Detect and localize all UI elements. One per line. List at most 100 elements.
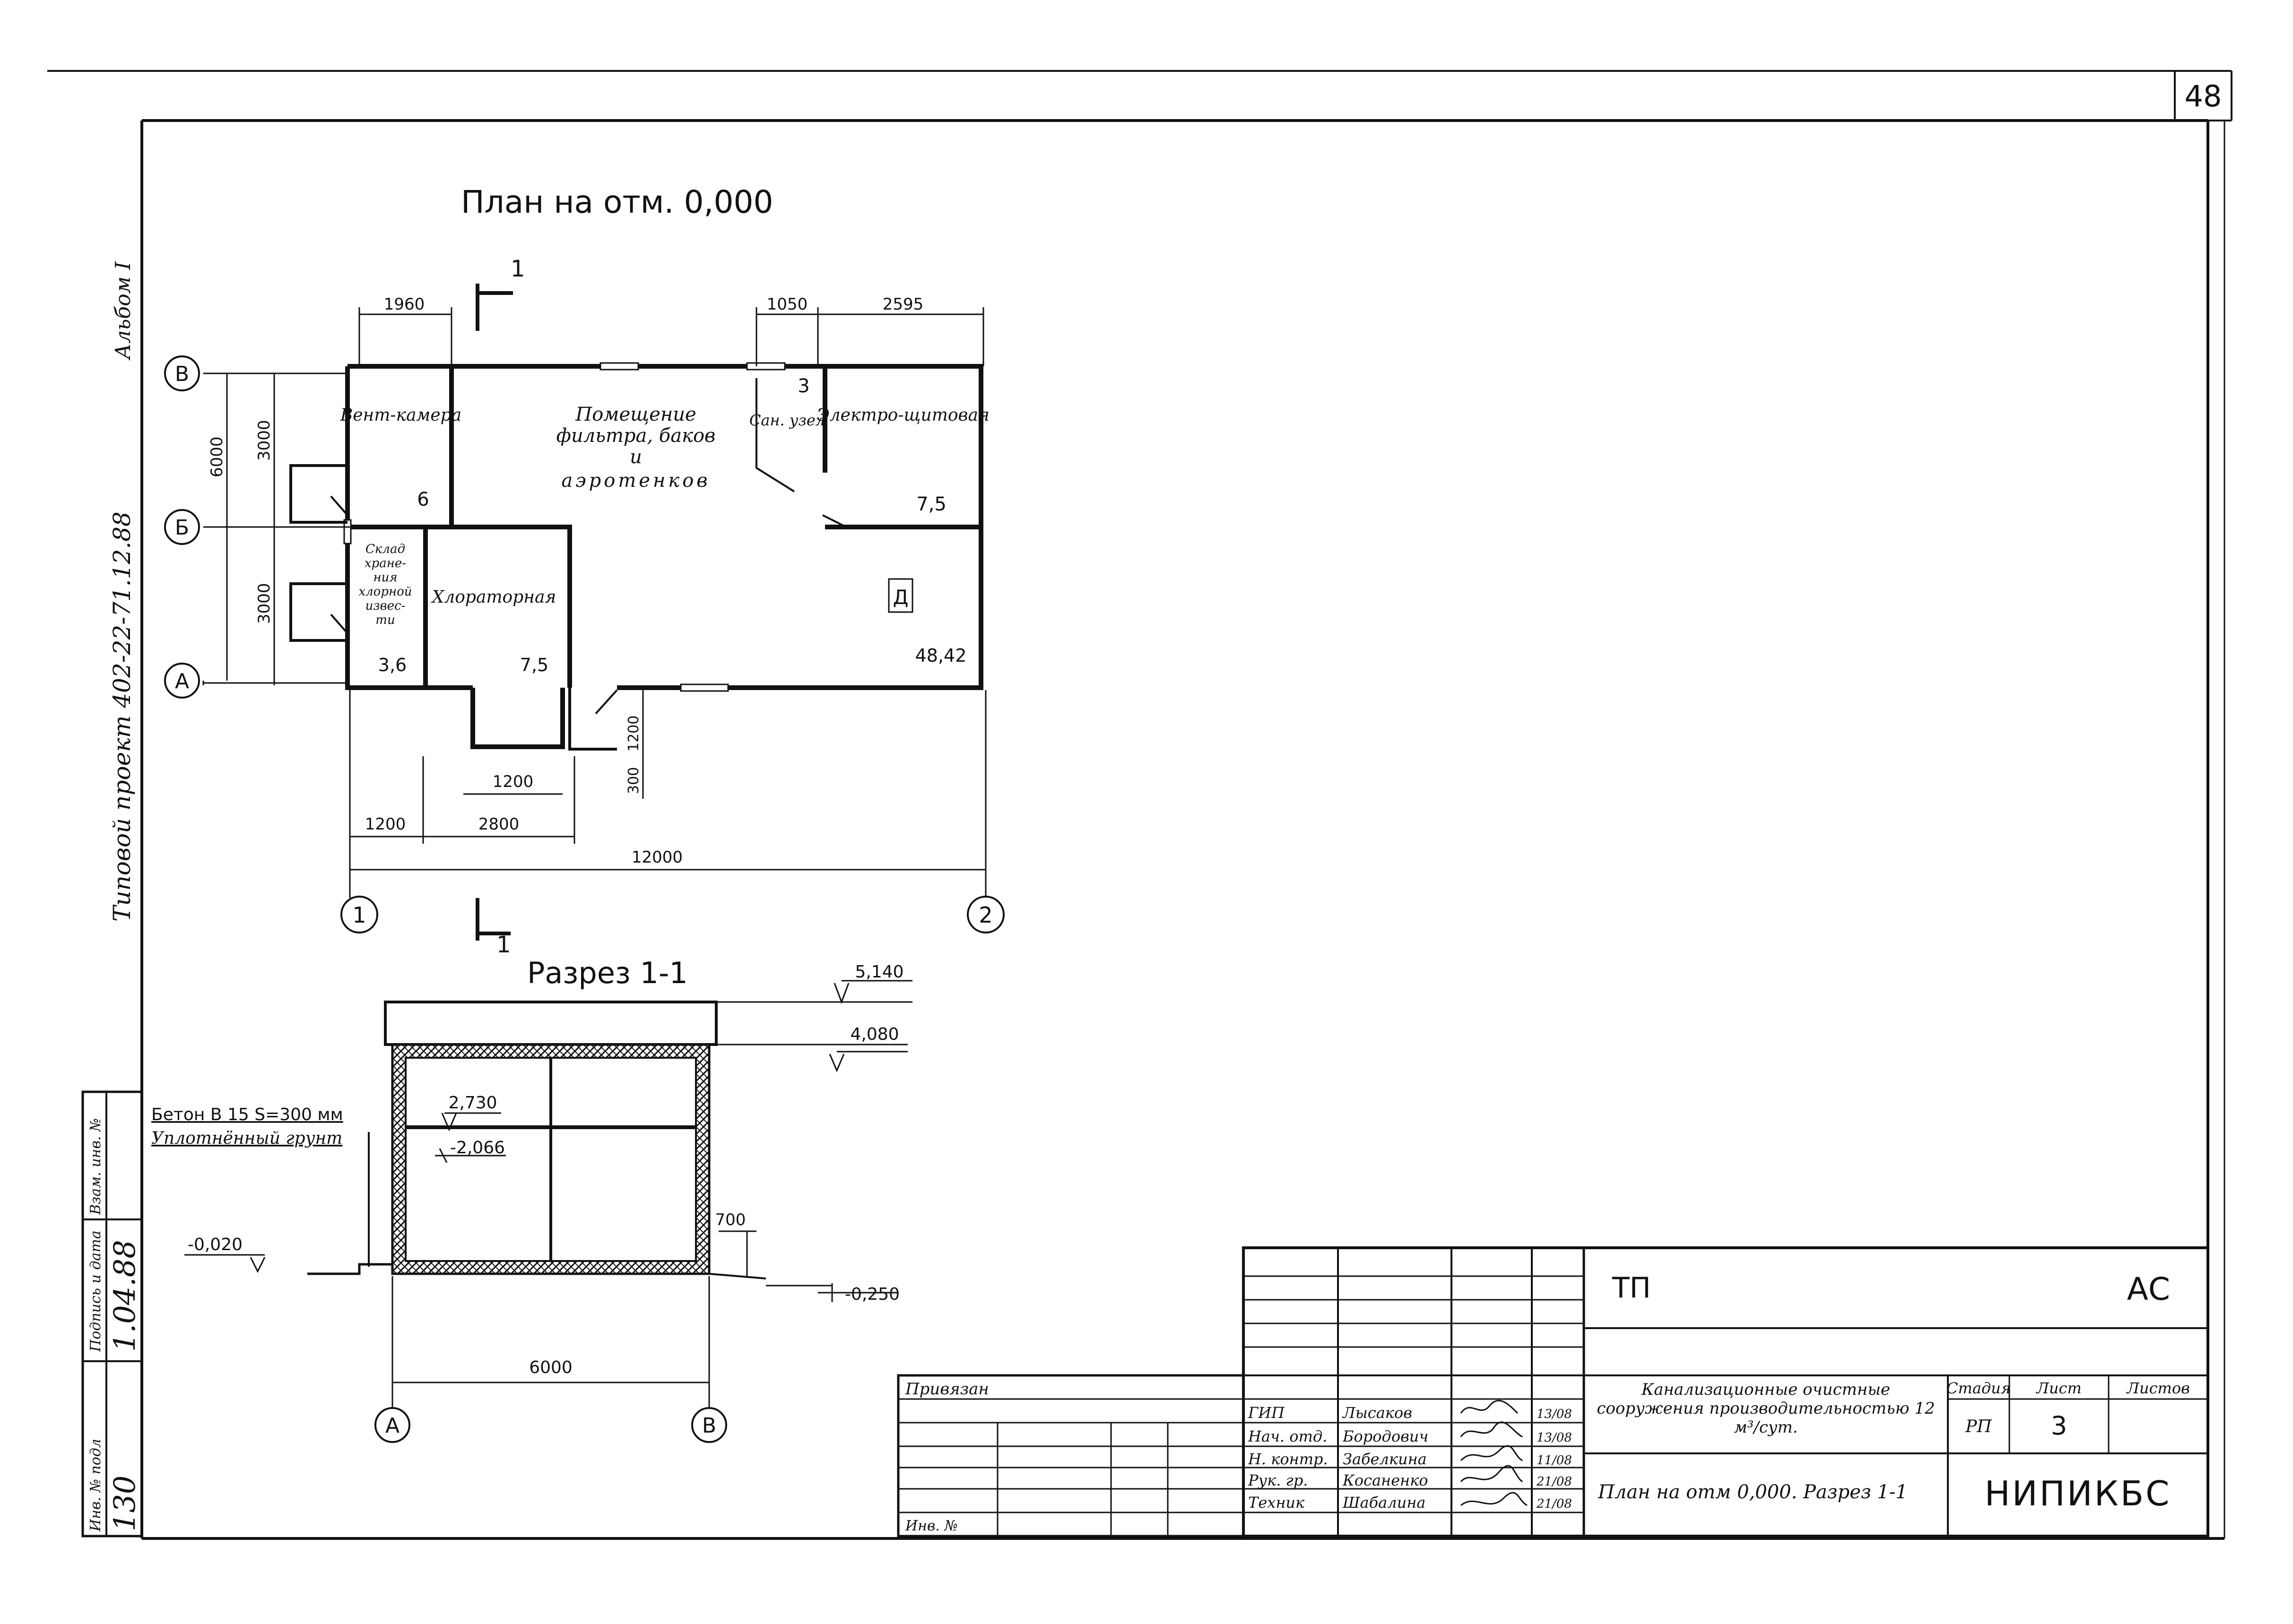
room-sklad-line5: извес-	[365, 599, 406, 613]
stamp-sheet-title: План на отм 0,000. Разрез 1-1	[1598, 1481, 1908, 1503]
room-sklad-line3: ния	[373, 570, 397, 585]
person-date-nach: 13/08	[1537, 1431, 1572, 1445]
person-name-nach: Бородович	[1342, 1427, 1428, 1445]
stamp-org: НИПИКБС	[1985, 1474, 2171, 1513]
sign-label: Подпись и дата	[87, 1230, 104, 1352]
level-2730: 2,730	[448, 1093, 497, 1113]
person-name-tech: Шабалина	[1342, 1494, 1425, 1512]
dim-top-1050: 1050	[767, 295, 808, 314]
level-5140: 5,140	[855, 962, 903, 982]
plan-outline	[345, 364, 983, 749]
room-san-area: 3	[798, 375, 809, 397]
stamp-code-ac: АС	[2127, 1271, 2170, 1307]
section-dimension	[374, 1276, 727, 1443]
person-date-rukgr: 21/08	[1536, 1475, 1572, 1489]
room-vent-area: 6	[417, 489, 429, 510]
section-drawing	[307, 1001, 766, 1279]
level-minus0020: -0,020	[188, 1235, 243, 1254]
section-level-lines	[184, 980, 912, 1302]
level-minus2066: -2,066	[450, 1138, 505, 1158]
stamp-header-stage: Стадия	[1946, 1379, 2011, 1397]
room-main-line2: фильтра, баков	[556, 425, 716, 447]
dim-left-3000-a: 3000	[255, 420, 274, 461]
axis-bubbles	[164, 355, 1005, 933]
person-name-rukgr: Косаненко	[1342, 1471, 1428, 1489]
page-number: 48	[2185, 79, 2222, 113]
section-note-concrete: Бетон В 15 S=300 мм	[151, 1105, 343, 1124]
dim-top-2595: 2595	[883, 295, 924, 314]
person-role-gip: ГИП	[1248, 1404, 1285, 1422]
stamp-privyazan: Привязан	[905, 1380, 989, 1399]
room-sklad-line4: хлорной	[358, 585, 412, 599]
person-role-rukgr: Рук. гр.	[1248, 1471, 1308, 1489]
axis-label-2: 2	[979, 902, 992, 928]
dim-small-1200: 1200	[625, 716, 642, 752]
stamp-header-sheet: Лист	[2035, 1379, 2082, 1397]
dim-bottom-12000: 12000	[632, 848, 683, 867]
room-chlor: Хлораторная	[431, 587, 556, 607]
room-sklad-line1: Склад	[365, 542, 405, 556]
stamp-code-tp: ТП	[1612, 1271, 1651, 1304]
person-date-tech: 21/08	[1536, 1497, 1572, 1511]
person-date-nkontr: 11/08	[1537, 1453, 1572, 1468]
room-d-mark: Д	[893, 586, 909, 609]
room-san: Сан. узел	[749, 411, 825, 429]
dim-small-300: 300	[625, 767, 642, 794]
stamp-object-title-box: Канализационные очистные сооружения прои…	[1597, 1380, 1935, 1437]
door-swings	[330, 378, 847, 715]
dim-top-1960: 1960	[384, 295, 425, 314]
vzam-label: Взам. инв. №	[87, 1118, 104, 1215]
axis-label-v: В	[175, 362, 189, 386]
room-vent: Вент-камера	[340, 406, 461, 425]
dim-left-6000: 6000	[208, 436, 226, 477]
signature-scribbles	[1460, 1399, 1528, 1506]
dim-left-3000-b: 3000	[255, 583, 274, 624]
stamp-sheet-number: 3	[2051, 1411, 2067, 1441]
person-role-nkontr: Н. контр.	[1248, 1450, 1328, 1468]
room-main-line4: аэротенков	[561, 470, 710, 492]
section-note-soil: Уплотнённый грунт	[151, 1129, 342, 1148]
room-chlor-area: 7,5	[520, 655, 548, 675]
person-name-nkontr: Забелкина	[1343, 1450, 1427, 1468]
level-minus0250: -0,250	[845, 1285, 900, 1304]
dim-bottom-1200: 1200	[365, 815, 406, 834]
stamp-stage-value: РП	[1965, 1417, 1992, 1436]
dim-bottom-2800: 2800	[478, 815, 520, 834]
plan-title: План на отм. 0,000	[461, 184, 773, 220]
room-sklad-line2: хране-	[365, 556, 406, 570]
inv-value: 130	[107, 1476, 142, 1531]
section-cut-marks	[476, 284, 513, 941]
dim-700: 700	[715, 1210, 746, 1229]
section-mark-bottom: 1	[496, 932, 511, 958]
section-axis-v: В	[702, 1414, 716, 1438]
person-name-gip: Лысаков	[1342, 1404, 1412, 1422]
left-stamp-strip: Инв. № подл 130 Подпись и дата 1.04.88 В…	[81, 1090, 143, 1538]
sheet-frame	[47, 70, 2232, 1540]
room-main-line1: Помещение	[575, 404, 696, 425]
title-block-grid	[897, 1246, 2209, 1538]
dim-porch-1200: 1200	[493, 772, 534, 791]
section-mark-top: 1	[511, 256, 525, 282]
person-role-tech: Техник	[1248, 1494, 1305, 1512]
axis-label-a: А	[175, 669, 189, 693]
level-4080: 4,080	[850, 1025, 899, 1044]
inv-label: Инв. № подл	[87, 1439, 104, 1532]
stamp-header-sheets: Листов	[2126, 1379, 2189, 1397]
room-electro-area: 7,5	[916, 493, 947, 515]
room-main-line3: и	[630, 446, 642, 468]
axis-label-b: Б	[175, 516, 189, 540]
room-main-area: 48,42	[915, 645, 967, 666]
room-sklad-line6: ти	[375, 613, 395, 627]
sign-value: 1.04.88	[107, 1240, 142, 1352]
project-label: Типовой проект 402-22-71.12.88	[108, 511, 136, 922]
stamp-inv-no: Инв. №	[905, 1518, 958, 1534]
section-title: Разрез 1-1	[527, 956, 688, 990]
plan-porches	[289, 464, 617, 751]
person-role-nach: Нач. отд.	[1248, 1427, 1327, 1445]
person-date-gip: 13/08	[1537, 1407, 1572, 1421]
section-axis-a: А	[385, 1414, 400, 1438]
stamp-object-title: Канализационные очистные сооружения прои…	[1597, 1380, 1935, 1437]
plan-dimension-lines	[202, 307, 987, 898]
room-sklad-area: 3,6	[378, 655, 407, 675]
